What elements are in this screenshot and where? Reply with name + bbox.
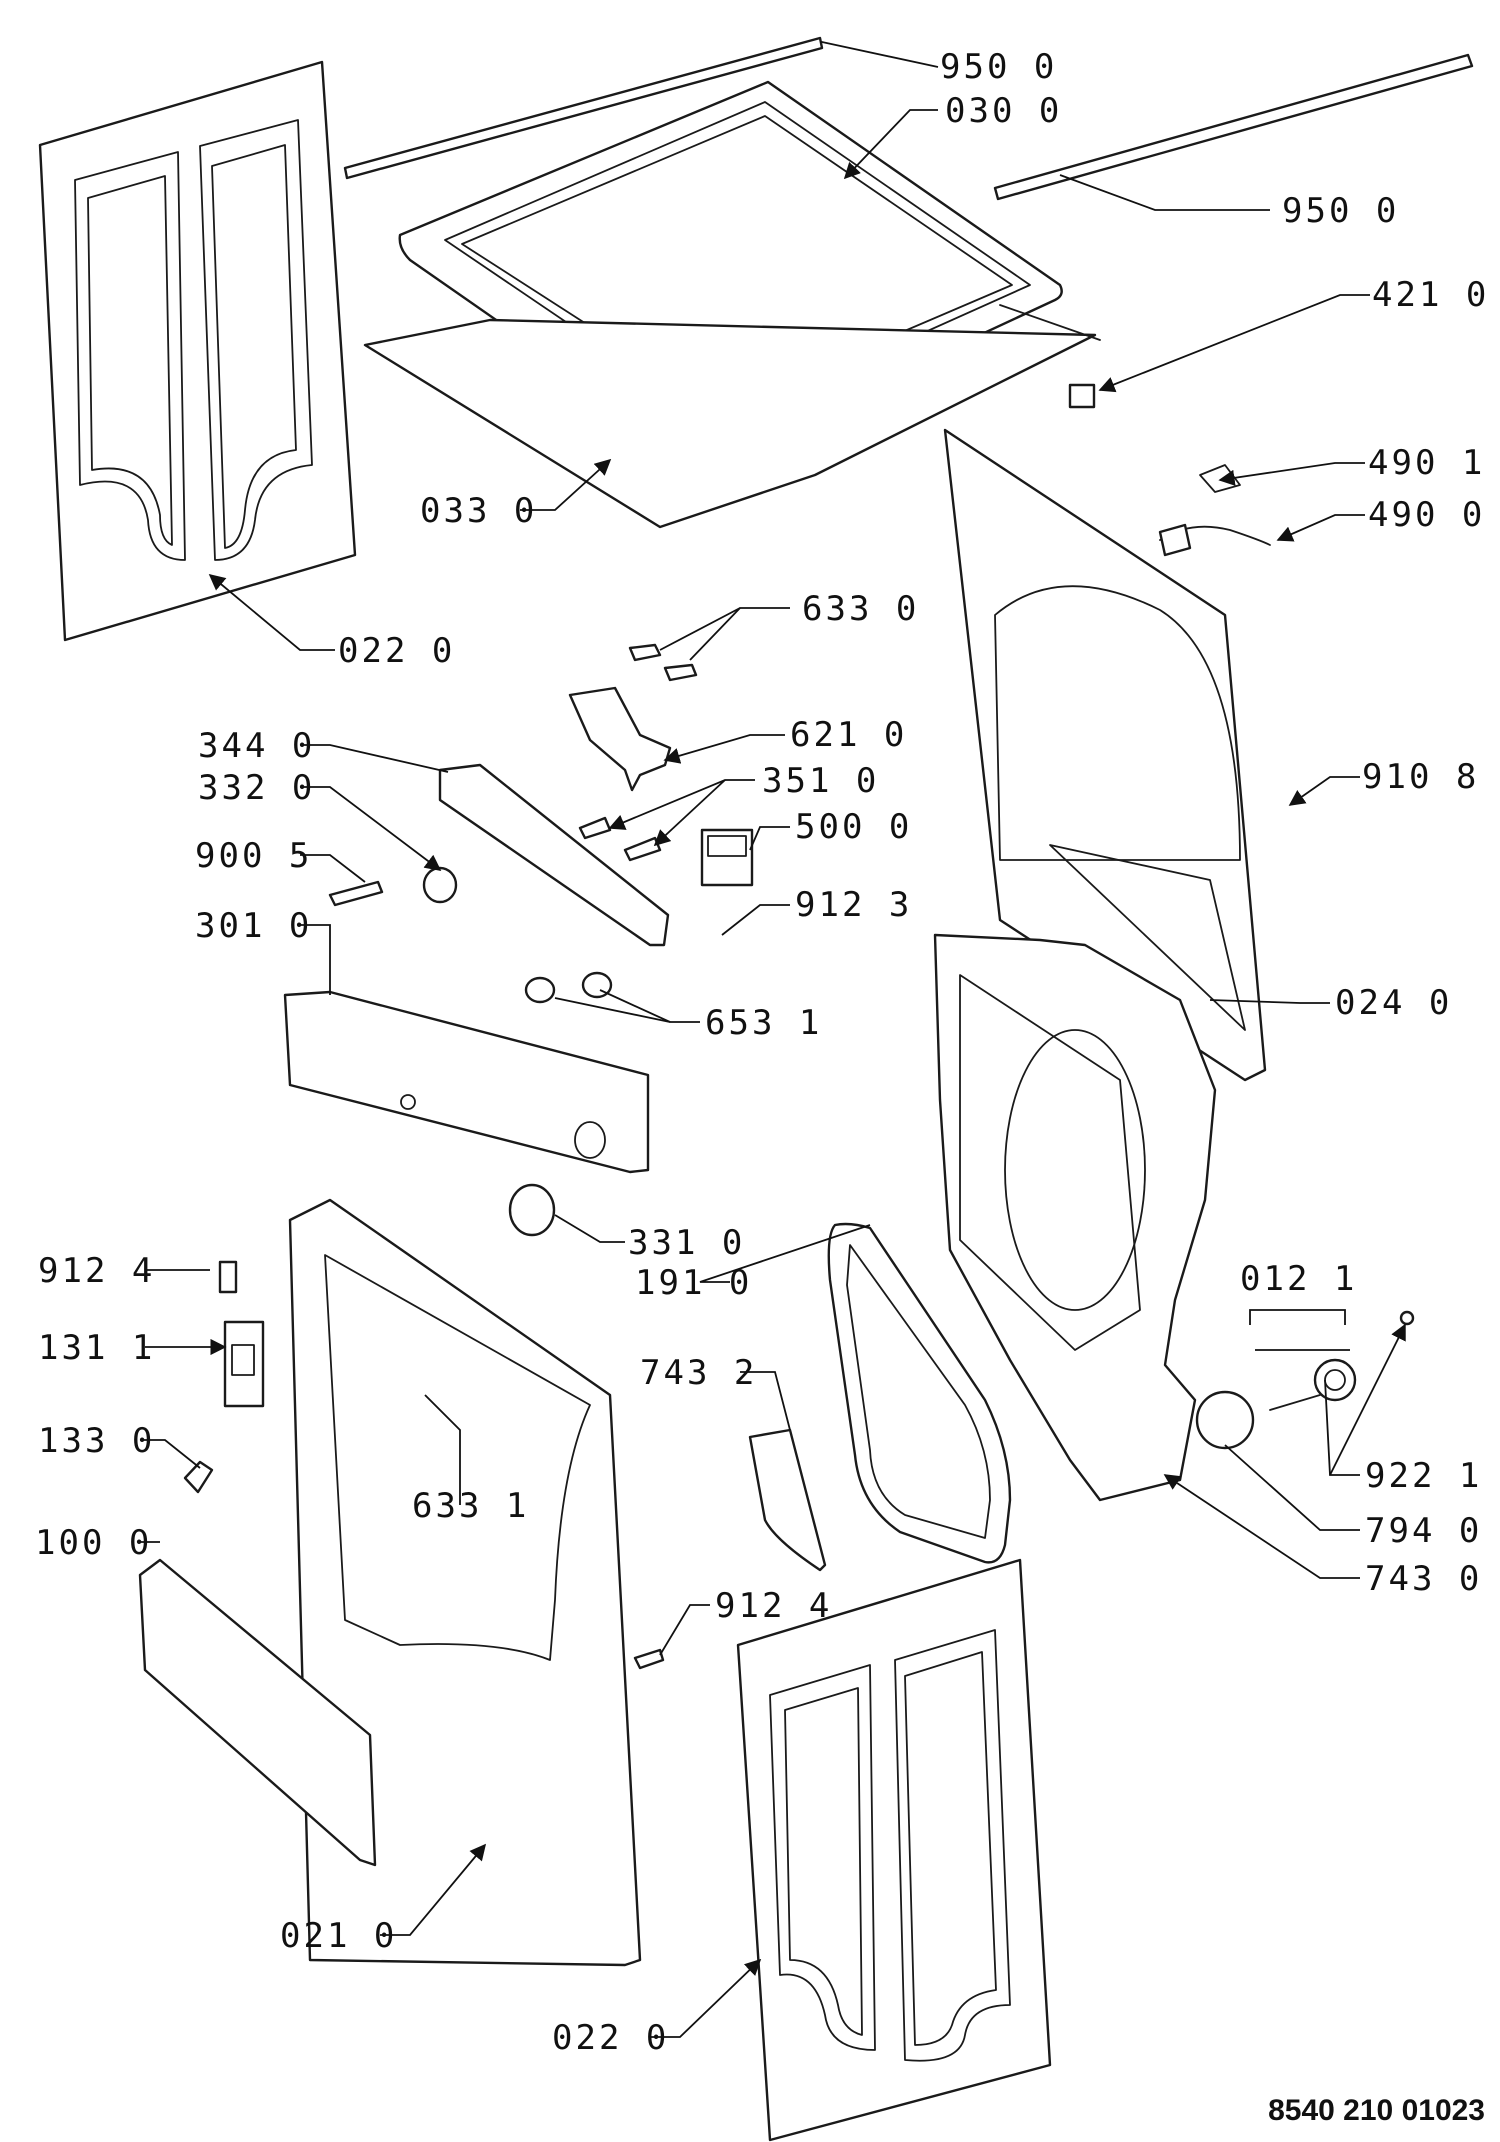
top-rail-right [993, 53, 1474, 201]
part-label: 030 0 [945, 91, 1062, 131]
top-rail-left [343, 36, 824, 180]
part-131-lock [223, 1320, 265, 1408]
part-label: 912 4 [715, 1586, 832, 1626]
part-331-dial [508, 1183, 556, 1237]
part-500-timer [700, 828, 754, 887]
part-621-switch [568, 686, 672, 792]
part-label: 743 0 [1365, 1559, 1482, 1599]
part-label: 191 0 [635, 1263, 752, 1303]
part-label: 351 0 [762, 761, 879, 801]
kit-bracket [1249, 1309, 1346, 1325]
part-133-hinge [183, 1460, 214, 1494]
part-label: 500 0 [795, 807, 912, 847]
part-label: 950 0 [940, 47, 1057, 87]
part-label: 021 0 [280, 1916, 397, 1956]
part-label: 490 0 [1368, 495, 1485, 535]
part-label: 133 0 [38, 1421, 155, 1461]
part-label: 950 0 [1282, 191, 1399, 231]
drum-front-assembly [933, 933, 1217, 1502]
part-332-knob [422, 866, 458, 904]
part-label: 421 0 [1372, 275, 1489, 315]
part-653-buttons [524, 971, 613, 1004]
side-panel-left [38, 60, 357, 642]
control-panel-fascia [283, 990, 650, 1174]
filter-door [138, 1558, 377, 1867]
rear-panel [943, 428, 1267, 1082]
part-633-clips [628, 643, 698, 682]
part-label: 633 0 [802, 589, 919, 629]
part-label: 012 1 [1240, 1259, 1357, 1299]
part-label: 490 1 [1368, 443, 1485, 483]
part-912-screw-top [218, 1260, 238, 1294]
part-label: 024 0 [1335, 983, 1452, 1023]
part-label: 332 0 [198, 768, 315, 808]
part-labels: 950 0 030 0 950 0 421 0 033 0 490 1 490 … [35, 47, 1489, 2058]
part-label: 131 1 [38, 1328, 155, 1368]
worktop-support [363, 304, 1101, 529]
part-351-lamps [578, 816, 662, 862]
side-panel-right [736, 1558, 1052, 2142]
part-900-bracket [328, 880, 384, 907]
part-label: 794 0 [1365, 1511, 1482, 1551]
part-912-screw-mid [633, 1648, 665, 1670]
part-421-clip [1068, 383, 1096, 409]
part-012-fan-kit [1269, 1310, 1415, 1411]
part-label: 022 0 [552, 2018, 669, 2058]
part-label: 922 1 [1365, 1456, 1482, 1496]
part-743-seal-strip [748, 1428, 827, 1572]
part-label: 743 2 [640, 1353, 757, 1393]
power-cord [1158, 464, 1271, 557]
part-label: 301 0 [195, 906, 312, 946]
part-label: 910 8 [1362, 757, 1479, 797]
part-label: 653 1 [705, 1003, 822, 1043]
part-label: 621 0 [790, 715, 907, 755]
part-label: 344 0 [198, 726, 315, 766]
front-panel [288, 1198, 642, 1967]
part-794-ring [1195, 1390, 1255, 1450]
part-label: 912 4 [38, 1251, 155, 1291]
part-label: 033 0 [420, 491, 537, 531]
part-label: 022 0 [338, 631, 455, 671]
part-label: 900 5 [195, 836, 312, 876]
leader-lines [140, 41, 1406, 2038]
document-number: 8540 210 01023 [1268, 2094, 1485, 2127]
door-seal-191 [827, 1222, 1012, 1564]
part-label: 100 0 [35, 1523, 152, 1563]
part-label: 331 0 [628, 1223, 745, 1263]
part-label: 633 1 [412, 1486, 529, 1526]
control-board [438, 763, 670, 947]
part-label: 912 3 [795, 885, 912, 925]
